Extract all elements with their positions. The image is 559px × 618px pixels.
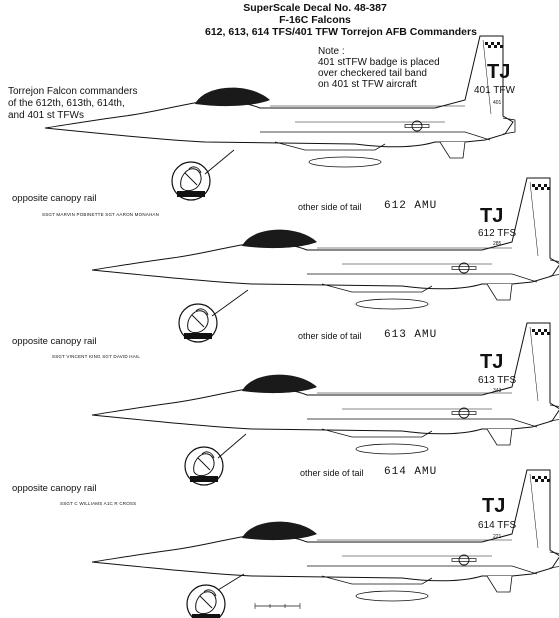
- crew-chief-names-1: SSGT MARVIN POBINETTE SGT AARON MONAHAN: [42, 212, 160, 217]
- squadron-badge-2: [178, 303, 218, 343]
- note-line-3: over checkered tail band: [318, 68, 427, 79]
- aircraft-614-tfs: [91, 469, 559, 602]
- intro-line-2: of the 612th, 613th, 614th,: [8, 98, 125, 109]
- aircraft-612-tfs: [91, 177, 559, 310]
- title-line-1: SuperScale Decal No. 48-387: [243, 2, 387, 14]
- title-line-2: F-16C Falcons: [279, 14, 351, 26]
- decal-title: SuperScale Decal No. 48-387 F-16C Falcon…: [205, 2, 477, 38]
- note-line-2: 401 stTFW badge is placed: [318, 57, 440, 68]
- canopy-rail-label-3: opposite canopy rail: [12, 483, 97, 494]
- tail-unit-1: 401 TFW: [474, 85, 515, 96]
- intro-line-1: Torrejon Falcon commanders: [8, 86, 138, 97]
- tail-code-3: TJ: [480, 351, 503, 373]
- tail-code-4: TJ: [482, 495, 505, 517]
- amu-label-1: 612 AMU: [384, 200, 438, 212]
- other-side-label-2: other side of tail: [298, 331, 362, 341]
- tail-serial-3: 343: [493, 388, 502, 394]
- tail-code-2: TJ: [480, 205, 503, 227]
- squadron-badge-3: [184, 446, 224, 486]
- tail-unit-4: 614 TFS: [478, 520, 516, 531]
- title-line-3: 612, 613, 614 TFS/401 TFW Torrejon AFB C…: [205, 26, 477, 38]
- commanders-intro: Torrejon Falcon commanders of the 612th,…: [8, 86, 138, 122]
- canopy-rail-label-2: opposite canopy rail: [12, 336, 97, 347]
- other-side-label-1: other side of tail: [298, 202, 362, 212]
- aircraft-613-tfs: [91, 322, 559, 455]
- note-line-4: on 401 st TFW aircraft: [318, 79, 417, 90]
- crew-chief-names-2: SSGT VINCENT KING SGT DAVID HAIL: [52, 354, 141, 359]
- squadron-badge-4: [186, 584, 226, 618]
- leader-line-3: [217, 433, 247, 459]
- amu-label-3: 614 AMU: [384, 466, 438, 478]
- amu-label-2: 613 AMU: [384, 329, 438, 341]
- aircraft-401-tfw: [44, 35, 516, 168]
- canopy-rail-label-1: opposite canopy rail: [12, 193, 97, 204]
- tail-badge-note: Note : 401 stTFW badge is placed over ch…: [318, 46, 440, 90]
- tail-serial-2: 285: [493, 241, 502, 247]
- tail-unit-2: 612 TFS: [478, 228, 516, 239]
- tail-unit-3: 613 TFS: [478, 375, 516, 386]
- leader-line-1: [204, 149, 235, 175]
- other-side-label-3: other side of tail: [300, 468, 364, 478]
- crew-chief-names-3: SSGT C WILLIAMS A1C R CROSS: [60, 501, 137, 506]
- tail-serial-1: 401: [493, 100, 502, 106]
- intro-line-3: and 401 st TFWs: [8, 110, 84, 121]
- leader-line-2: [211, 289, 249, 317]
- tail-serial-4: 221: [493, 534, 502, 540]
- leader-line-4: [217, 573, 245, 591]
- squadron-badge-1: [171, 161, 211, 201]
- note-line-1: Note :: [318, 46, 345, 57]
- tail-code-1: TJ: [487, 61, 510, 83]
- scale-bar: [254, 603, 301, 609]
